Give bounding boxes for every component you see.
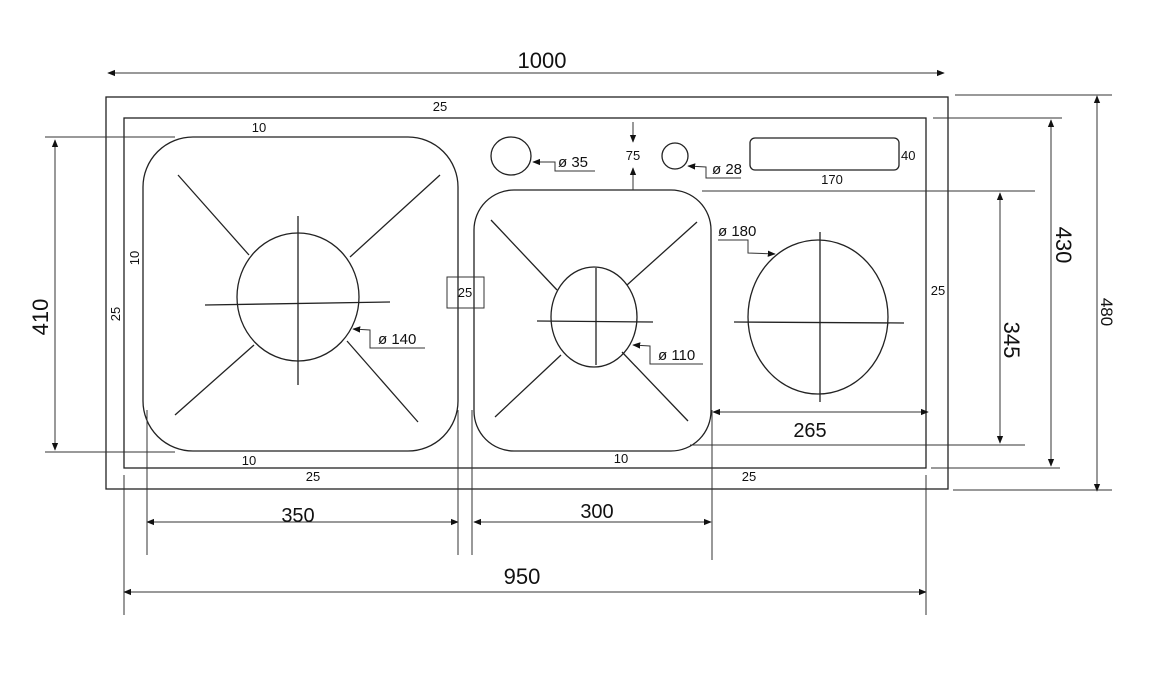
dim-overall-height: 480: [1097, 298, 1116, 326]
middle-sink-bowl: [473, 189, 712, 452]
dim-middle-sink-width: 300: [580, 501, 613, 523]
left-sink-drain: [174, 174, 441, 423]
left-drain-label: ø 140: [378, 331, 416, 348]
small-hole: [661, 142, 689, 170]
dim-right-area-height: 345: [999, 322, 1024, 359]
middle-sink-bottom-gap: 10: [614, 451, 628, 466]
bottom-margin-left: 25: [306, 469, 320, 484]
divider-gap: 25: [458, 285, 472, 300]
left-sink-bowl: [142, 136, 459, 452]
slot-length: 170: [821, 172, 843, 187]
dim-right-area-width: 265: [793, 420, 826, 442]
middle-drain-label: ø 110: [658, 347, 695, 364]
left-margin: 25: [108, 307, 123, 321]
left-sink-bottom-gap: 10: [242, 453, 256, 468]
tap-hole: [490, 136, 532, 176]
slot: [749, 137, 900, 171]
dim-inner-height: 430: [1051, 227, 1076, 264]
slot-height: 40: [901, 148, 915, 163]
right-circle-label: ø 180: [718, 223, 756, 240]
bottom-margin-right: 25: [742, 469, 756, 484]
left-sink-side-gap: 10: [127, 251, 142, 265]
middle-sink-drain: [490, 219, 698, 422]
dim-inner-width: 950: [504, 564, 541, 589]
leaders: [352, 122, 776, 365]
dimension-lines: [45, 69, 1112, 615]
inner-outline: [123, 117, 927, 469]
right-margin: 25: [931, 283, 945, 298]
dim-left-sink-width: 350: [281, 505, 314, 527]
small-hole-label: ø 28: [712, 161, 742, 178]
top-margin: 25: [433, 99, 447, 114]
right-cooktop-circle: [733, 232, 905, 402]
middle-sink-top-offset: 75: [626, 148, 640, 163]
tap-hole-label: ø 35: [558, 154, 588, 171]
dim-overall-width: 1000: [518, 48, 567, 73]
dim-left-sink-height: 410: [28, 299, 53, 336]
left-sink-top-gap: 10: [252, 120, 266, 135]
outer-outline: [105, 96, 949, 490]
